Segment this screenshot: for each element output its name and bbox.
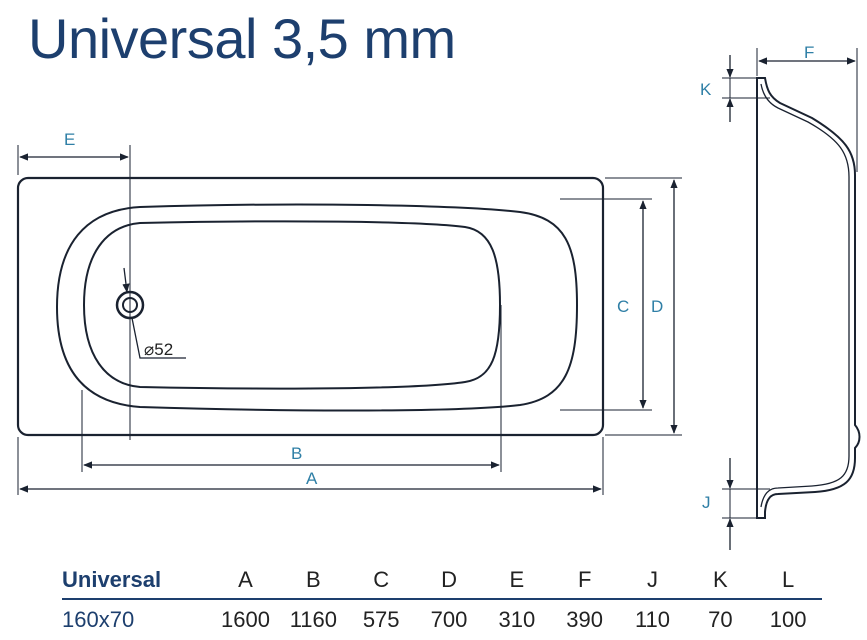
spec-header-f: F xyxy=(577,567,592,592)
drain-diameter-label: ⌀52 xyxy=(144,340,173,359)
dim-label-a: A xyxy=(306,469,318,488)
spec-value-d: 700 xyxy=(430,607,468,632)
spec-header-a: A xyxy=(238,567,253,592)
dim-label-c: C xyxy=(617,297,629,316)
dim-label-e: E xyxy=(64,130,75,149)
spec-value-c: 575 xyxy=(362,607,400,632)
tub-side-profile xyxy=(756,77,861,519)
tub-basin-outline xyxy=(82,220,502,390)
dim-label-b: B xyxy=(291,444,302,463)
tub-rim-outline xyxy=(16,176,605,437)
spec-value-f: 390 xyxy=(566,607,604,632)
spec-header-e: E xyxy=(509,567,525,592)
dim-label-f: F xyxy=(804,43,814,62)
top-view: ⌀52 E B A C D xyxy=(16,130,682,495)
spec-value-e: 310 xyxy=(498,607,536,632)
spec-header-b: B xyxy=(306,567,321,592)
dim-label-j: J xyxy=(702,493,711,512)
spec-header-l: L xyxy=(782,567,795,592)
tub-inner-outline xyxy=(55,203,579,412)
spec-value-j: 110 xyxy=(634,607,671,632)
spec-header-c: C xyxy=(373,567,390,592)
spec-value-l: 100 xyxy=(769,607,807,632)
side-view: F K J xyxy=(700,43,861,550)
spec-model-size: 160x70 xyxy=(62,607,135,632)
spec-header-j: J xyxy=(646,567,658,592)
spec-value-b: 1160 xyxy=(289,607,337,632)
spec-header-model: Universal xyxy=(62,567,162,592)
dim-label-d: D xyxy=(651,297,663,316)
spec-value-k: 70 xyxy=(708,607,733,632)
spec-value-a: 1600 xyxy=(221,607,270,632)
page-title: Universal 3,5 mm xyxy=(28,7,456,70)
spec-table: Universal A B C D E F J K L 160x70 1600 … xyxy=(62,562,822,640)
table-row: 160x70 1600 1160 575 700 310 390 110 70 … xyxy=(62,600,822,640)
spec-header-k: K xyxy=(712,567,728,592)
spec-header-d: D xyxy=(441,567,457,592)
dim-label-k: K xyxy=(700,80,712,99)
spec-table-header: Universal A B C D E F J K L xyxy=(62,562,822,600)
